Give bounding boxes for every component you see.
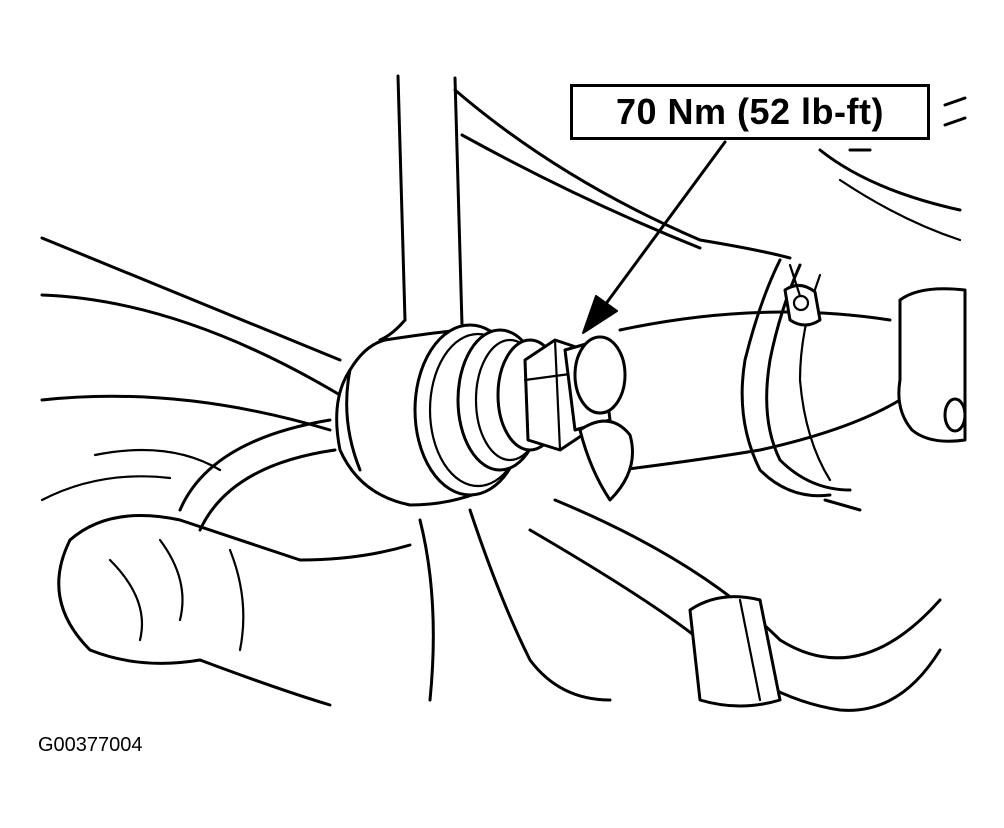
torque-spec-callout: 70 Nm (52 lb-ft) xyxy=(570,84,930,140)
chassis-lines xyxy=(40,88,962,502)
torque-leader-arrow xyxy=(582,140,727,334)
brake-line-bracket xyxy=(740,258,862,512)
link-sleeve xyxy=(335,323,564,507)
stabilizer-bar xyxy=(528,310,942,712)
vertical-bracket xyxy=(378,74,464,342)
torque-spec-label: 70 Nm (52 lb-ft) xyxy=(615,91,885,132)
bushing xyxy=(897,287,967,443)
figure-id-label: G00377004 xyxy=(38,734,143,756)
brake-hose xyxy=(178,418,337,532)
cut-marks xyxy=(848,96,967,152)
lower-control-arm xyxy=(57,508,612,707)
nut-and-bolt xyxy=(523,335,634,502)
